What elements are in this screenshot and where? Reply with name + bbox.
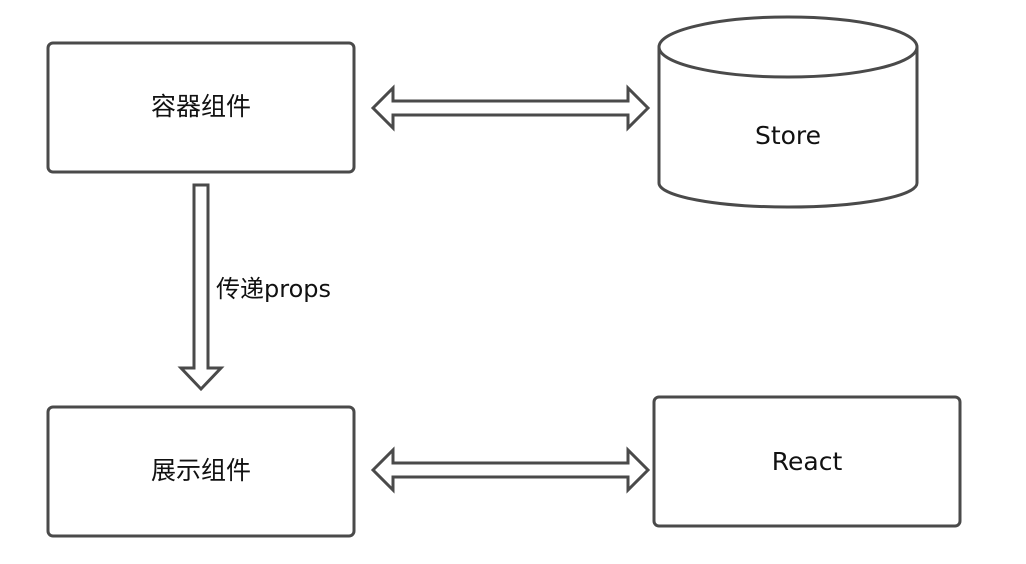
node-presentational: 展示组件	[46, 405, 356, 538]
node-react-box	[652, 395, 962, 528]
node-react: React	[652, 395, 962, 528]
node-store-cylinder-body	[657, 47, 919, 209]
edge-container-presentational-label: 传递props	[216, 275, 331, 303]
node-container: 容器组件	[46, 41, 356, 174]
edge-presentational-react-arrow	[370, 446, 651, 494]
edge-container-store-arrow	[370, 84, 651, 132]
node-store: Store	[657, 15, 919, 209]
node-react-label: React	[772, 447, 843, 476]
edge-container-presentational-arrow	[177, 183, 225, 392]
node-container-label: 容器组件	[151, 92, 251, 121]
node-presentational-box	[46, 405, 356, 538]
node-store-label: Store	[755, 121, 821, 150]
node-container-box	[46, 41, 356, 174]
node-presentational-label: 展示组件	[151, 456, 251, 485]
node-store-cylinder-top	[657, 15, 919, 79]
